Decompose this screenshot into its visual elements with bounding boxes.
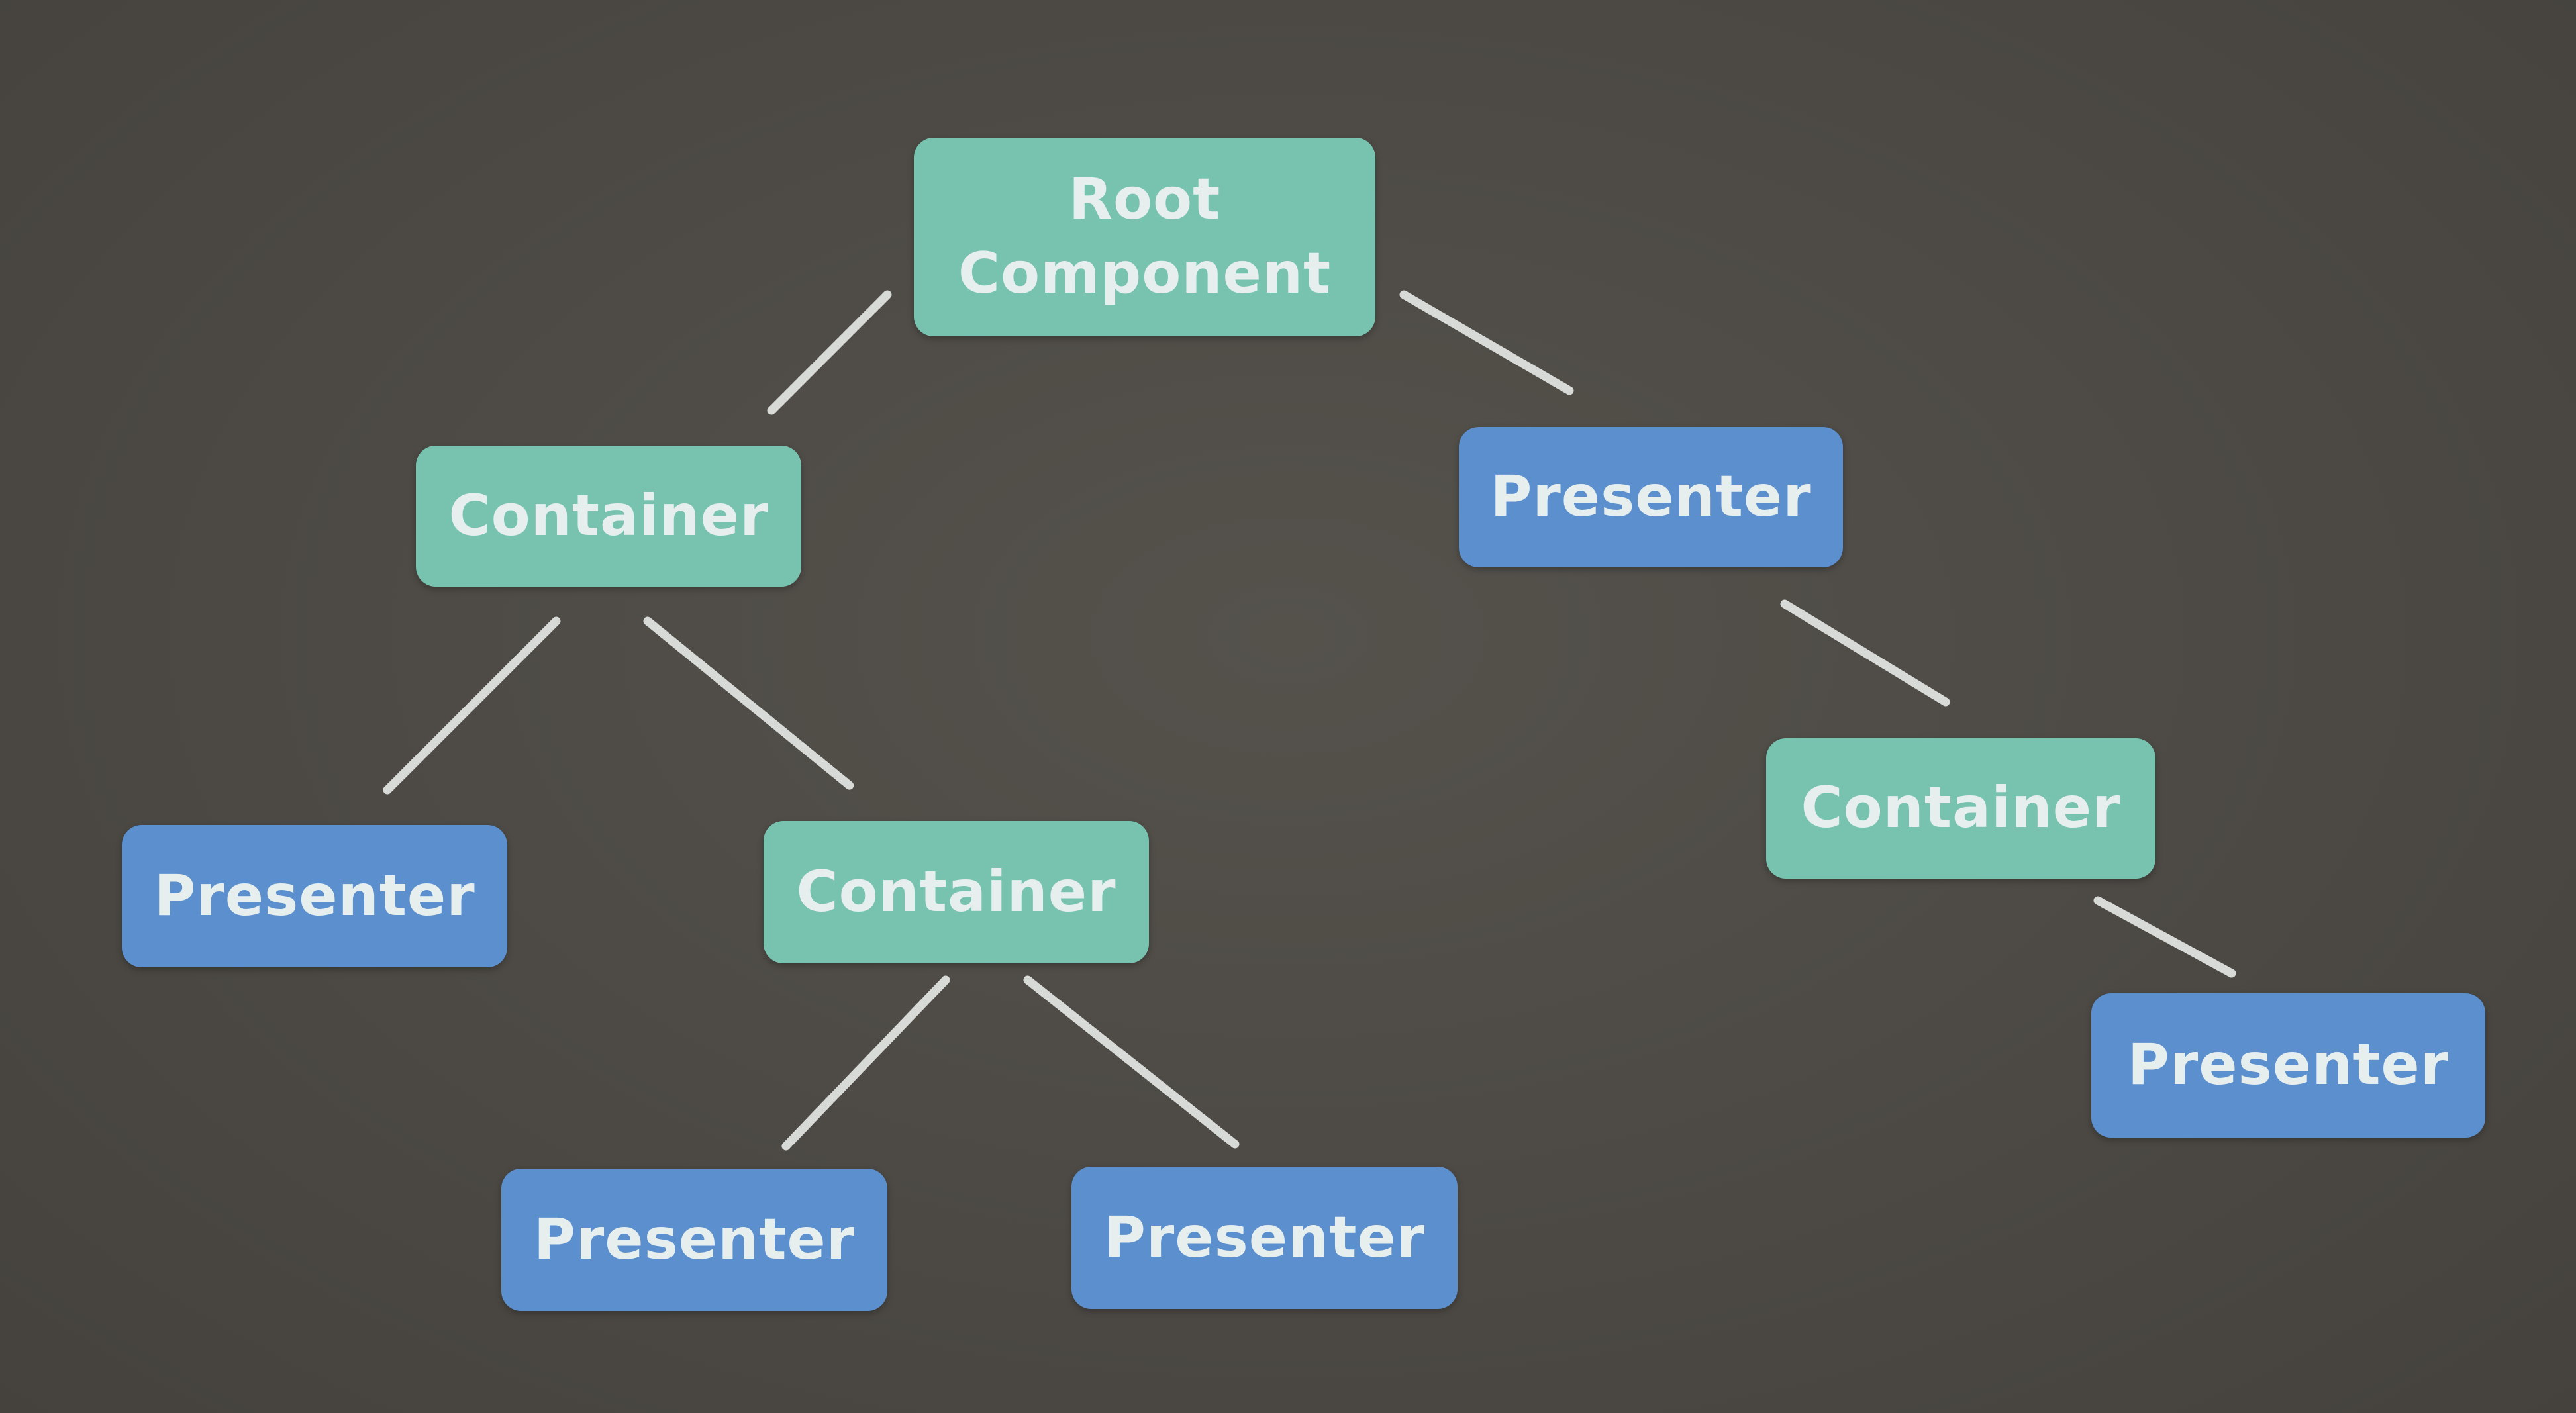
presenter-node-bottom-middle: Presenter: [1071, 1167, 1458, 1309]
presenter-label: Presenter: [533, 1206, 856, 1273]
root-component-label-line2: Component: [958, 240, 1332, 307]
presenter-label: Presenter: [154, 862, 475, 929]
edge-root-container-left: [767, 290, 892, 415]
presenter-node-right: Presenter: [1459, 427, 1843, 567]
edge-presenter-right-container-right: [1780, 599, 1950, 706]
container-label: Container: [796, 858, 1116, 925]
container-label: Container: [448, 482, 769, 549]
presenter-label: Presenter: [2127, 1032, 2450, 1098]
edge-container-left-container-middle: [643, 616, 856, 791]
presenter-label: Presenter: [1103, 1204, 1426, 1271]
root-component-label-line1: Root: [1068, 166, 1221, 233]
presenter-label: Presenter: [1490, 463, 1812, 530]
root-component-node: Root Component: [914, 138, 1375, 336]
edge-container-middle-presenter-bottom-left: [780, 975, 950, 1152]
edge-container-middle-presenter-bottom-middle: [1023, 975, 1240, 1149]
edge-container-right-presenter-far-right: [2093, 896, 2236, 978]
container-node-middle: Container: [764, 821, 1149, 963]
edge-root-presenter-right: [1399, 290, 1574, 395]
container-node-left: Container: [416, 446, 801, 587]
presenter-node-far-left: Presenter: [122, 825, 507, 967]
edge-container-left-presenter-far-left: [383, 616, 561, 795]
container-node-right: Container: [1766, 738, 2155, 879]
presenter-node-far-right: Presenter: [2091, 993, 2485, 1138]
container-label: Container: [1801, 775, 2121, 842]
presenter-node-bottom-left: Presenter: [501, 1169, 887, 1311]
